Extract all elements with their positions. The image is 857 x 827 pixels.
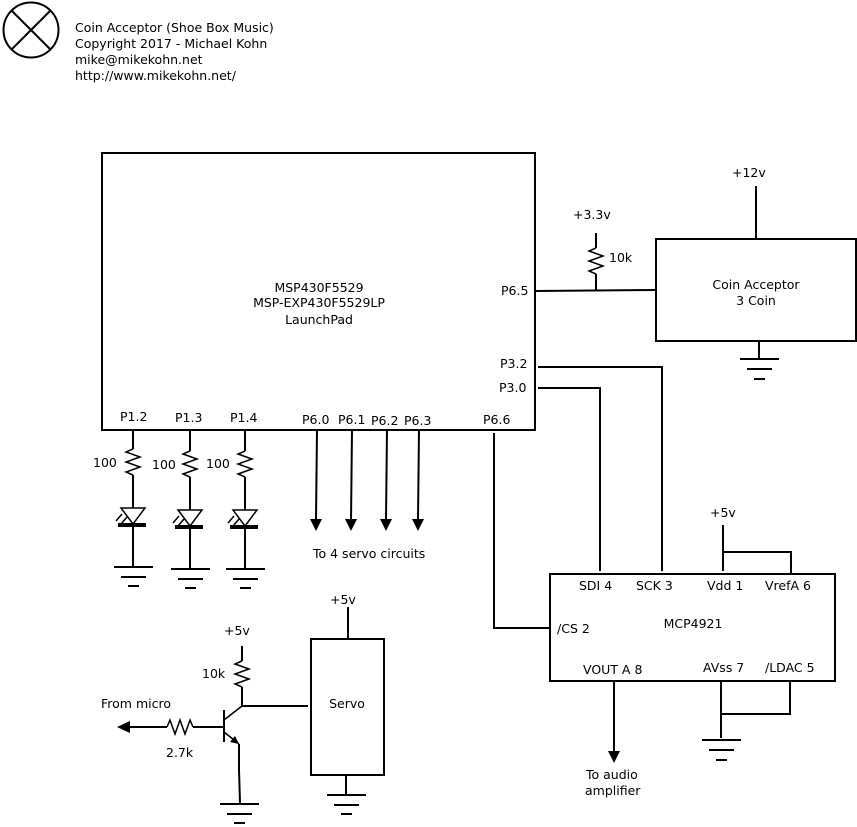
arrow-down-icon [310, 519, 322, 531]
arrow-down-icon [380, 519, 392, 531]
dac-pin-vdd: Vdd 1 [707, 578, 743, 593]
header-block: Coin Acceptor (Shoe Box Music) Copyright… [75, 20, 274, 83]
ground-icon [740, 358, 779, 380]
pin-label-p65: P6.5 [501, 283, 528, 298]
dac-box [549, 573, 836, 682]
servo-supply-label: +5v [330, 592, 356, 607]
pin-label-p62: P6.2 [371, 413, 398, 428]
resistor-symbol [123, 448, 143, 476]
resistor-symbol [232, 660, 252, 688]
dac-wiring [493, 366, 663, 629]
ground-icon [702, 739, 741, 761]
servo-label: Servo [329, 696, 365, 711]
pin-label-p32: P3.2 [500, 356, 527, 371]
resistor-symbol [166, 717, 194, 737]
coin-acceptor-subtitle: 3 Coin [736, 293, 776, 308]
pin-label-p60: P6.0 [302, 412, 329, 427]
arrow-down-icon [412, 519, 424, 531]
arrow-left-icon [117, 721, 130, 733]
dac-name: MCP4921 [664, 616, 723, 631]
pullup-supply-label: +3.3v [573, 207, 611, 222]
header-title: Coin Acceptor (Shoe Box Music) [75, 20, 274, 35]
header-email: mike@mikekohn.net [75, 52, 203, 67]
arrow-down-icon [345, 519, 357, 531]
dac-pin-vref: VrefA 6 [765, 578, 811, 593]
ground-icon [220, 803, 259, 824]
coin-supply-label: +12v [732, 165, 766, 180]
led-icon [115, 507, 147, 527]
dac-supply-label: +5v [710, 505, 736, 520]
servo-note: To 4 servo circuits [312, 546, 425, 561]
pin-label-p66: P6.6 [483, 412, 510, 427]
dac-pin-cs: /CS 2 [557, 621, 590, 636]
ground-icon [114, 566, 153, 587]
pin-label-p30: P3.0 [499, 380, 526, 395]
mcu-title: MSP430F5529 [274, 280, 363, 295]
coin-acceptor-title: Coin Acceptor [712, 277, 800, 292]
led-icon [227, 509, 259, 529]
pin-label-p14: P1.4 [230, 410, 257, 425]
dac-pin-sdi: SDI 4 [579, 578, 612, 593]
dac-pin-sck: SCK 3 [636, 578, 673, 593]
header-copyright: Copyright 2017 - Michael Kohn [75, 36, 267, 51]
pullup-value: 10k [609, 250, 633, 265]
coin-acceptor-box [655, 238, 857, 342]
servo-circuit: Servo +5v +5v 10k [101, 592, 385, 824]
input-label: From micro [101, 696, 171, 711]
led-channel-p14: 100 [206, 430, 265, 589]
pullup-value: 10k [202, 666, 226, 681]
led-resistor-value: 100 [93, 455, 117, 470]
transistor-icon [223, 705, 243, 745]
servo-outputs: To 4 servo circuits [310, 429, 425, 561]
mcu-launchpad: LaunchPad [285, 312, 353, 327]
pin-label-p63: P6.3 [404, 413, 431, 428]
dac-pin-vout: VOUT A 8 [583, 662, 642, 677]
led-resistor-value: 100 [206, 456, 230, 471]
header-url: http://www.mikekohn.net/ [75, 68, 237, 83]
pin-label-p12: P1.2 [120, 409, 147, 424]
coin-acceptor-block: Coin Acceptor 3 Coin +12v +3.3v 10k [534, 165, 857, 380]
pullup-supply-label: +5v [224, 623, 250, 638]
dac-block: MCP4921 SDI 4 SCK 3 Vdd 1 VrefA 6 /CS 2 … [549, 505, 836, 798]
audio-output-label-2: amplifier [585, 783, 641, 798]
base-resistor-value: 2.7k [166, 745, 194, 760]
dac-pin-ldac: /LDAC 5 [765, 660, 815, 675]
servo-box [310, 638, 385, 776]
resistor-symbol [586, 247, 606, 275]
audio-output-label: To audio [585, 767, 638, 782]
lamp-icon [2, 1, 60, 59]
mcu-box [101, 152, 536, 431]
arrow-down-icon [608, 751, 620, 763]
led-channel-p12: 100 [93, 430, 153, 587]
mcu-block: MSP430F5529 MSP-EXP430F5529LP LaunchPad … [101, 152, 536, 431]
ground-icon [226, 568, 265, 589]
mcu-board: MSP-EXP430F5529LP [253, 295, 385, 310]
pin-label-p13: P1.3 [175, 410, 202, 425]
pin-label-p61: P6.1 [338, 412, 365, 427]
resistor-symbol [235, 450, 255, 478]
ground-icon [171, 568, 210, 589]
led-resistor-value: 100 [152, 457, 176, 472]
dac-pin-avss: AVss 7 [703, 660, 744, 675]
led-channel-p13: 100 [152, 430, 210, 589]
ground-icon [327, 794, 366, 815]
resistor-symbol [180, 450, 200, 478]
led-icon [172, 509, 204, 529]
